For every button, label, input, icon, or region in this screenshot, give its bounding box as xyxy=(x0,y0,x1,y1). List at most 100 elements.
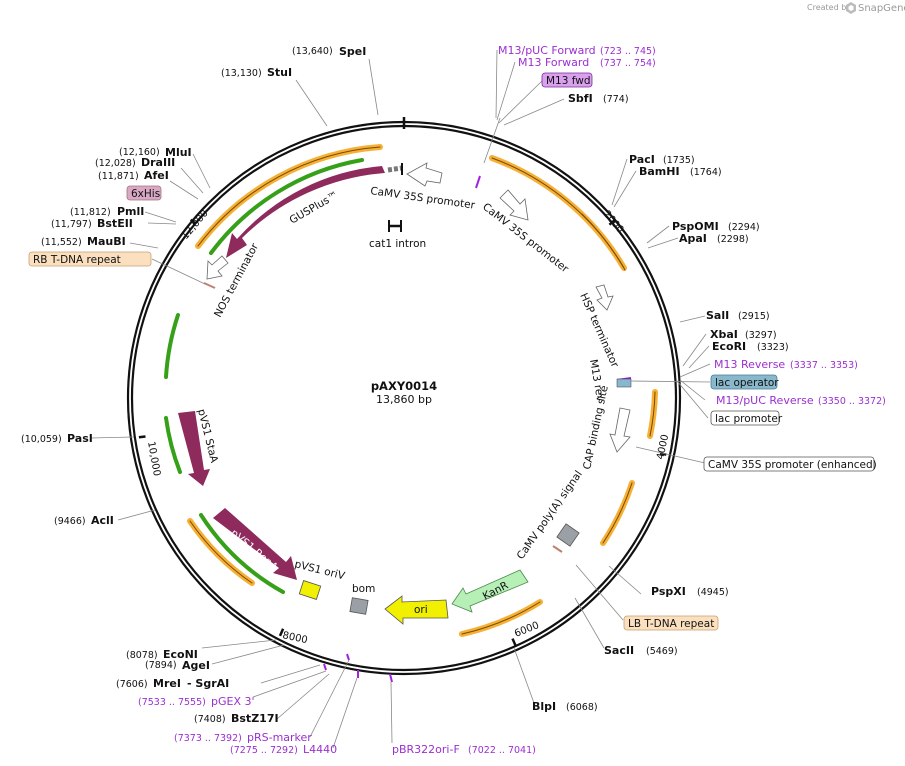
site-econi-pos: (8078) xyxy=(126,650,158,661)
hsp-terminator-arrow[interactable] xyxy=(595,284,614,311)
primer-m13puc-forward-name: M13/pUC Forward xyxy=(498,44,596,57)
primer-prs-marker-pos: (7373 .. 7392) xyxy=(174,733,242,744)
site-mlui[interactable]: (12,160) MluI xyxy=(119,146,192,159)
nos-terminator-label: NOS terminator xyxy=(212,241,261,320)
site-blpi[interactable]: BlpI (6068) xyxy=(532,700,598,713)
site-draiii-name: DraIII xyxy=(141,156,175,169)
camv-promoter-2-arrow[interactable] xyxy=(499,189,529,221)
tick-label-2000: 2000 xyxy=(601,209,626,236)
site-sbfi-pos: (774) xyxy=(603,94,629,105)
site-xbai-pos: (3297) xyxy=(745,330,777,341)
leader-lines xyxy=(90,49,711,749)
site-acli-name: AclI xyxy=(91,514,114,527)
tick-label-6000: 6000 xyxy=(513,620,541,640)
site-spei[interactable]: (13,640) SpeI xyxy=(292,45,366,58)
site-agei-name: AgeI xyxy=(182,659,210,672)
bom-box[interactable] xyxy=(349,597,369,615)
lb-tdna-mark xyxy=(552,545,563,553)
tick-2000 xyxy=(608,218,617,226)
pvs1-oriv-box[interactable] xyxy=(298,580,322,600)
site-blpi-name: BlpI xyxy=(532,700,556,713)
site-spei-pos: (13,640) xyxy=(292,46,333,57)
site-bamhi-name: BamHI xyxy=(639,165,680,178)
primer-m13puc-forward-pos: (723 .. 745) xyxy=(600,46,656,57)
site-maubi-name: MauBI xyxy=(87,235,126,248)
site-agei[interactable]: (7894) AgeI xyxy=(145,659,210,672)
site-acli[interactable]: (9466) AclI xyxy=(54,514,114,527)
ori-arrow[interactable] xyxy=(384,595,449,625)
tag-rb-tdna[interactable]: RB T-DNA repeat xyxy=(28,251,152,267)
tick-12000 xyxy=(189,218,197,225)
tick-marks xyxy=(138,117,667,647)
site-pspomi-pos: (2294) xyxy=(728,222,760,233)
pvs1-repa-arrow[interactable] xyxy=(213,508,297,580)
tag-lac-promoter[interactable]: lac promoter xyxy=(710,410,783,426)
site-mrei-sgrai[interactable]: (7606) MreI - SgrAI xyxy=(116,677,229,690)
site-apai-name: ApaI xyxy=(679,232,707,245)
site-spei-name: SpeI xyxy=(339,45,366,58)
tick-label-10000: 10,000 xyxy=(145,441,162,477)
site-apai[interactable]: ApaI (2298) xyxy=(679,232,749,245)
pvs1-staa-arrow[interactable] xyxy=(178,411,210,486)
site-econi[interactable]: (8078) EcoNI xyxy=(126,648,198,661)
camv-promoter-1-arrow[interactable] xyxy=(406,162,443,187)
site-xbai[interactable]: XbaI (3297) xyxy=(710,328,777,341)
tag-camv-enhanced[interactable]: CaMV 35S promoter (enhanced) xyxy=(703,456,877,472)
tag-6xhis-label: 6xHis xyxy=(131,188,160,200)
primer-pbr322ori[interactable]: pBR322ori-F (7022 .. 7041) xyxy=(392,743,536,756)
site-draiii[interactable]: (12,028) DraIII xyxy=(95,156,175,169)
site-sgrai-name: - SgrAI xyxy=(187,677,229,690)
site-pmli-pos: (11,812) xyxy=(70,207,111,218)
site-ecori[interactable]: EcoRI (3323) xyxy=(712,340,789,353)
snapgene-credit: Created by SnapGene xyxy=(807,2,905,14)
site-maubi-pos: (11,552) xyxy=(41,237,82,248)
site-sbfi[interactable]: SbfI (774) xyxy=(568,92,629,105)
snapgene-brand: SnapGene xyxy=(858,3,905,14)
primer-prs-marker-name: pRS-marker xyxy=(247,731,312,744)
site-paci[interactable]: PacI (1735) xyxy=(629,153,695,166)
primer-m13-reverse[interactable]: M13 Reverse (3337 .. 3353) xyxy=(714,358,858,371)
nos-terminator-arrow[interactable] xyxy=(206,255,229,280)
site-ecori-name: EcoRI xyxy=(712,340,746,353)
site-sacii[interactable]: SacII (5469) xyxy=(604,644,678,657)
tag-camv-enhanced-label: CaMV 35S promoter (enhanced) xyxy=(708,459,877,471)
site-stui[interactable]: (13,130) StuI xyxy=(221,66,292,79)
cap-binding-label: CAP binding site xyxy=(581,384,611,470)
tag-lac-operator[interactable]: lac operator xyxy=(710,374,779,390)
site-pspomi[interactable]: PspOMI (2294) xyxy=(672,220,760,233)
site-afei-pos: (11,871) xyxy=(98,171,139,182)
site-pasi[interactable]: (10,059) PasI xyxy=(21,432,93,445)
tag-lac-promoter-label: lac promoter xyxy=(715,413,783,425)
cap-binding-arrow[interactable] xyxy=(609,407,631,453)
primer-prs-marker[interactable]: (7373 .. 7392) pRS-marker xyxy=(174,731,312,744)
primer-l4440[interactable]: (7275 .. 7292) L4440 xyxy=(230,743,337,756)
site-maubi[interactable]: (11,552) MauBI xyxy=(41,235,126,248)
site-pspxi-name: PspXI xyxy=(651,585,686,598)
primer-pgex3[interactable]: (7533 .. 7555) pGEX 3' xyxy=(138,695,255,708)
tick-8000 xyxy=(278,628,285,637)
m13fwd-mark xyxy=(475,175,481,189)
site-sali-pos: (2915) xyxy=(738,311,770,322)
tag-6xhis[interactable]: 6xHis xyxy=(126,185,162,201)
primer-m13-fwd[interactable]: M13 fwd xyxy=(541,72,593,88)
polya-box[interactable] xyxy=(556,523,580,547)
site-bstz17i[interactable]: (7408) BstZ17I xyxy=(194,712,279,725)
primer-m13-forward-pos: (737 .. 754) xyxy=(600,58,656,69)
site-mrei-pos: (7606) xyxy=(116,679,148,690)
tag-lb-tdna[interactable]: LB T-DNA repeat xyxy=(623,615,719,631)
site-afei[interactable]: (11,871) AfeI xyxy=(98,169,169,182)
primer-m13puc-reverse[interactable]: M13/pUC Reverse (3350 .. 3372) xyxy=(716,394,886,407)
site-blpi-pos: (6068) xyxy=(566,702,598,713)
site-bsteii[interactable]: (11,797) BstEII xyxy=(51,217,133,230)
green-arc-left3 xyxy=(199,513,285,594)
site-pspxi[interactable]: PspXI (4945) xyxy=(651,585,729,598)
site-sali[interactable]: SalI (2915) xyxy=(706,309,770,322)
site-sacii-name: SacII xyxy=(604,644,634,657)
site-bamhi[interactable]: BamHI (1764) xyxy=(639,165,722,178)
kanr-arrow[interactable] xyxy=(451,569,529,613)
site-pmli[interactable]: (11,812) PmlI xyxy=(70,205,144,218)
tag-lb-tdna-label: LB T-DNA repeat xyxy=(628,618,714,630)
primer-m13puc-forward[interactable]: M13/pUC Forward (723 .. 745) xyxy=(498,44,656,57)
primer-m13-forward[interactable]: M13 Forward (737 .. 754) xyxy=(518,56,656,69)
gusplus-tail xyxy=(387,165,403,173)
